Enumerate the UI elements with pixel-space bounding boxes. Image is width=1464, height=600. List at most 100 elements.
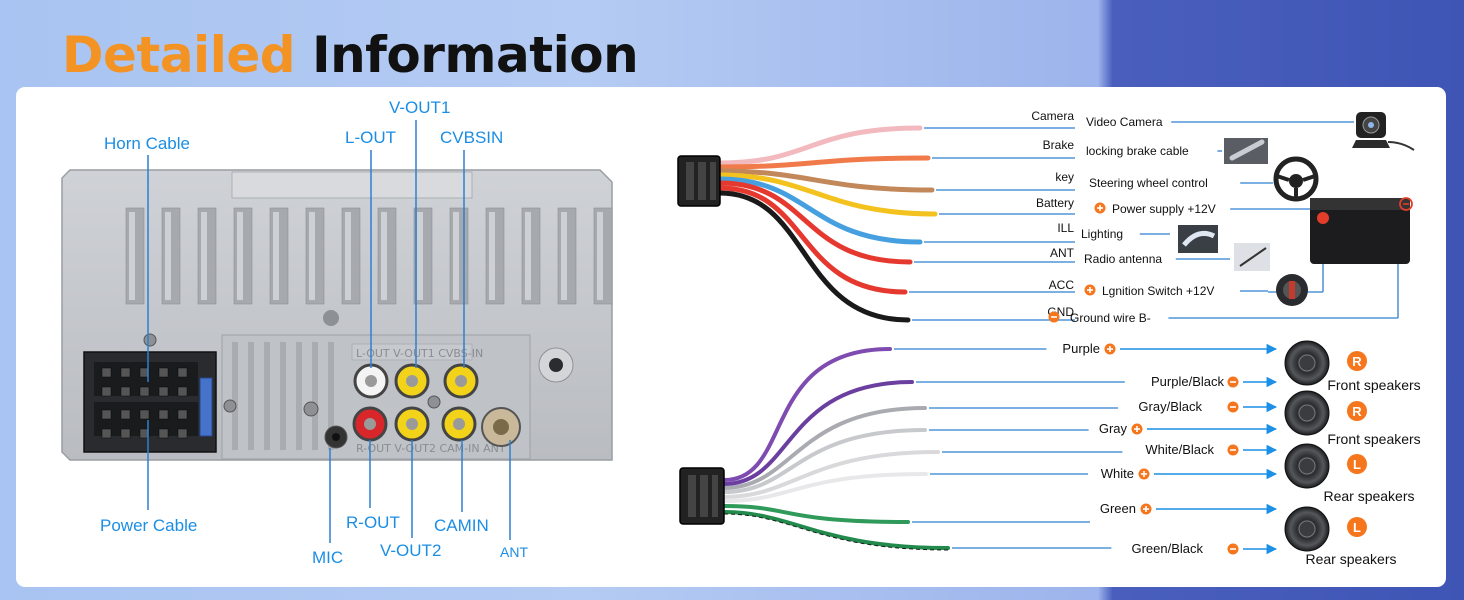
power-wire [717, 155, 931, 170]
wire-label: key [1055, 170, 1074, 184]
headlight-icon [1178, 225, 1218, 253]
speaker-wire [722, 380, 914, 486]
wire-description: locking brake cable [1086, 144, 1189, 158]
ant-label: ANT [500, 544, 528, 560]
cvbsin-label: CVBSIN [440, 128, 503, 147]
channel-badge-label: R [1352, 404, 1362, 419]
title-rest: Information [311, 26, 639, 84]
wire-description: Lighting [1081, 227, 1123, 241]
ignition-icon [1276, 274, 1308, 306]
speaker-wire [722, 472, 928, 503]
wire-description: Radio antenna [1084, 252, 1162, 266]
plus-badge-icon [1140, 503, 1152, 515]
speaker-name: Rear speakers [1323, 488, 1414, 504]
channel-badge: L [1347, 517, 1367, 537]
screw [223, 399, 237, 413]
speaker-wire-label: Gray [1099, 421, 1128, 436]
screw [427, 395, 441, 409]
minus-badge-icon [1048, 311, 1060, 323]
cooling-fin [312, 342, 318, 450]
unit-callout-lines [147, 120, 511, 543]
wire-label: ILL [1057, 221, 1074, 235]
unit-port-label-top: L-OUT V-OUT1 CVBS-IN [356, 347, 483, 360]
speaker-wire-label: White [1101, 466, 1134, 481]
iso-connector [83, 333, 217, 453]
speaker-wire [722, 504, 910, 524]
rca-port-l-out [353, 363, 389, 399]
wire-description: Lgnition Switch +12V [1102, 284, 1214, 298]
cooling-fin [280, 342, 286, 450]
channel-badge-label: L [1353, 520, 1361, 535]
speaker-wire [722, 347, 892, 482]
cooling-fin [248, 342, 254, 450]
rca-port-cvbsin [443, 363, 479, 399]
minus-badge-icon [1227, 376, 1239, 388]
speaker-wire [722, 510, 950, 550]
cooling-fin [328, 342, 334, 450]
screw [303, 401, 319, 417]
channel-badge-label: L [1353, 457, 1361, 472]
wire-label: Brake [1043, 138, 1075, 152]
iso-pin [101, 367, 112, 378]
cooling-fin [232, 342, 238, 450]
power-wire [717, 172, 938, 217]
v-out2-label: V-OUT2 [380, 541, 441, 560]
iso-fuse [199, 377, 213, 437]
speaker-wire-label: Green/Black [1131, 541, 1203, 556]
iso-pin [158, 367, 169, 378]
camera-icon [1352, 112, 1415, 151]
iso-pin [158, 428, 169, 439]
power-wire [717, 180, 913, 265]
iso-pin [177, 386, 188, 397]
speaker-wire-label: Green [1100, 501, 1136, 516]
plus-badge-icon [1084, 284, 1096, 296]
minus-badge-icon [1227, 401, 1239, 413]
iso-pin [139, 367, 150, 378]
speaker-wire [722, 428, 927, 494]
speaker-wire [722, 406, 927, 490]
iso-pin [177, 367, 188, 378]
speaker-wire-label: Gray/Black [1138, 399, 1202, 414]
mic-port [324, 425, 348, 449]
power-connector [677, 155, 721, 207]
mount-hole [323, 310, 339, 326]
antenna-port [481, 407, 521, 447]
unit-port-label-bottom: R-OUT V-OUT2 CAM-IN ANT [356, 442, 506, 455]
plus-badge-icon [1138, 468, 1150, 480]
power-wire [717, 168, 935, 193]
cooling-fin [264, 342, 270, 450]
minus-badge-icon [1227, 543, 1239, 555]
speaker-icon [1284, 506, 1330, 552]
antenna-icon [1234, 243, 1270, 271]
wire-description: Video Camera [1086, 115, 1163, 129]
page-title: Detailed Information [62, 26, 639, 84]
speaker-name: Front speakers [1327, 431, 1420, 447]
iso-pin [139, 428, 150, 439]
iso-pin [139, 386, 150, 397]
cooling-fin [296, 342, 302, 450]
speaker-icon [1284, 340, 1330, 386]
channel-badge: L [1347, 454, 1367, 474]
speaker-icon [1284, 390, 1330, 436]
handbrake-icon [1224, 138, 1268, 164]
rca-port-v-out1 [394, 363, 430, 399]
iso-pin [177, 409, 188, 420]
power-wire [717, 185, 908, 295]
plus-badge-icon [1131, 423, 1143, 435]
power-wire [717, 176, 923, 245]
cooling-fins [232, 342, 334, 450]
iso-pin [139, 409, 150, 420]
speaker-name: Front speakers [1327, 377, 1420, 393]
rca-port-v-out2 [394, 406, 430, 442]
speaker-wire-label: White/Black [1145, 442, 1214, 457]
speaker-icon [1284, 443, 1330, 489]
mic-label: MIC [312, 548, 343, 567]
speaker-harness: PurplePurple/BlackGray/BlackGrayWhite/Bl… [679, 340, 1421, 567]
l-out-label: L-OUT [345, 128, 396, 147]
speaker-wire [722, 450, 940, 499]
iso-pin [101, 428, 112, 439]
iso-pin [101, 386, 112, 397]
channel-badge: R [1347, 351, 1367, 371]
rca-port-camin [441, 406, 477, 442]
